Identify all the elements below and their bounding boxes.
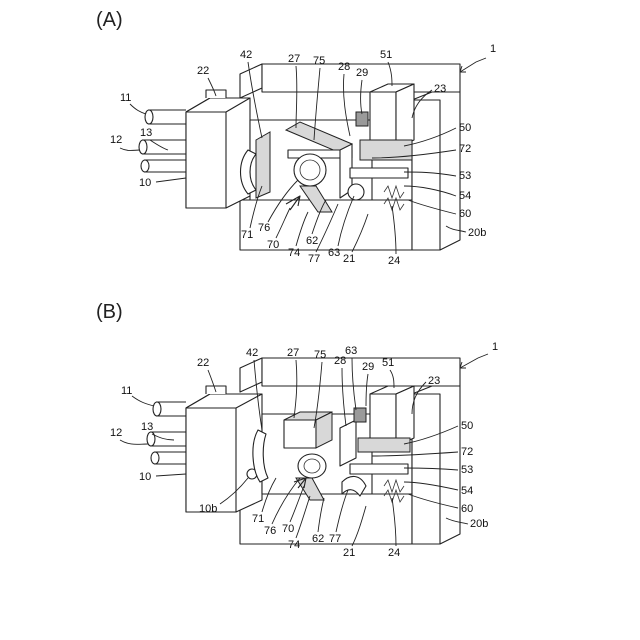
panel-b-plunger-51 — [354, 386, 414, 452]
ref-13: 13 — [140, 127, 152, 139]
panel-b-valve-chamber — [253, 412, 372, 500]
ref-70: 70 — [267, 239, 279, 251]
ref-72: 72 — [461, 446, 473, 458]
ref-42: 42 — [240, 49, 252, 61]
ref-22: 22 — [197, 65, 209, 77]
ref-24: 24 — [388, 547, 400, 559]
ref-12: 12 — [110, 134, 122, 146]
ref-76: 76 — [264, 525, 276, 537]
panel-b: (B) — [96, 301, 498, 559]
ref-27: 27 — [287, 347, 299, 359]
panel-b-label: (B) — [96, 301, 123, 323]
panel-a: (A) — [96, 9, 496, 267]
panel-a-connector-block-10 — [186, 90, 250, 208]
ref-60: 60 — [461, 503, 473, 515]
ref-71: 71 — [252, 513, 264, 525]
ref-29: 29 — [362, 361, 374, 373]
ref-20b: 20b — [470, 518, 488, 530]
ref-23: 23 — [434, 83, 446, 95]
ref-51: 51 — [380, 49, 392, 61]
ref-28: 28 — [338, 61, 350, 73]
ref-24: 24 — [388, 255, 400, 267]
panel-a-plunger-51 — [356, 84, 414, 160]
ref-54: 54 — [459, 190, 471, 202]
panel-b-tubes — [147, 402, 186, 464]
ref-77: 77 — [329, 533, 341, 545]
ref-53: 53 — [459, 170, 471, 182]
ref-60: 60 — [459, 208, 471, 220]
panel-a-label: (A) — [96, 9, 123, 31]
ref-1: 1 — [492, 341, 498, 353]
ref-42: 42 — [246, 347, 258, 359]
ref-21: 21 — [343, 253, 355, 265]
ref-13: 13 — [141, 421, 153, 433]
ref-75: 75 — [313, 55, 325, 67]
panel-a-valve-chamber — [241, 120, 373, 212]
ref-29: 29 — [356, 67, 368, 79]
ref-76: 76 — [258, 222, 270, 234]
panel-b-connector-block-10 — [186, 386, 262, 512]
ref-10: 10 — [139, 471, 151, 483]
ref-74: 74 — [288, 247, 300, 259]
ref-21: 21 — [343, 547, 355, 559]
ref-62: 62 — [306, 235, 318, 247]
ref-23: 23 — [428, 375, 440, 387]
ref-62: 62 — [312, 533, 324, 545]
ref-22: 22 — [197, 357, 209, 369]
ref-50: 50 — [459, 122, 471, 134]
panel-a-tubes — [139, 110, 186, 172]
ref-75: 75 — [314, 349, 326, 361]
ref-53: 53 — [461, 464, 473, 476]
ref-71: 71 — [241, 229, 253, 241]
ref-72: 72 — [459, 143, 471, 155]
ref-11: 11 — [121, 385, 132, 397]
ref-70: 70 — [282, 523, 294, 535]
ref-11: 11 — [120, 92, 131, 104]
ref-77: 77 — [308, 253, 320, 265]
ref-74: 74 — [288, 539, 300, 551]
ref-54: 54 — [461, 485, 473, 497]
ref-27: 27 — [288, 53, 300, 65]
ref-1: 1 — [490, 43, 496, 55]
ref-63: 63 — [345, 345, 357, 357]
ref-63: 63 — [328, 247, 340, 259]
ref-10: 10 — [139, 177, 151, 189]
ref-51: 51 — [382, 357, 394, 369]
ref-12: 12 — [110, 427, 122, 439]
ref-50: 50 — [461, 420, 473, 432]
ref-10b: 10b — [199, 503, 217, 515]
ref-20b: 20b — [468, 227, 486, 239]
